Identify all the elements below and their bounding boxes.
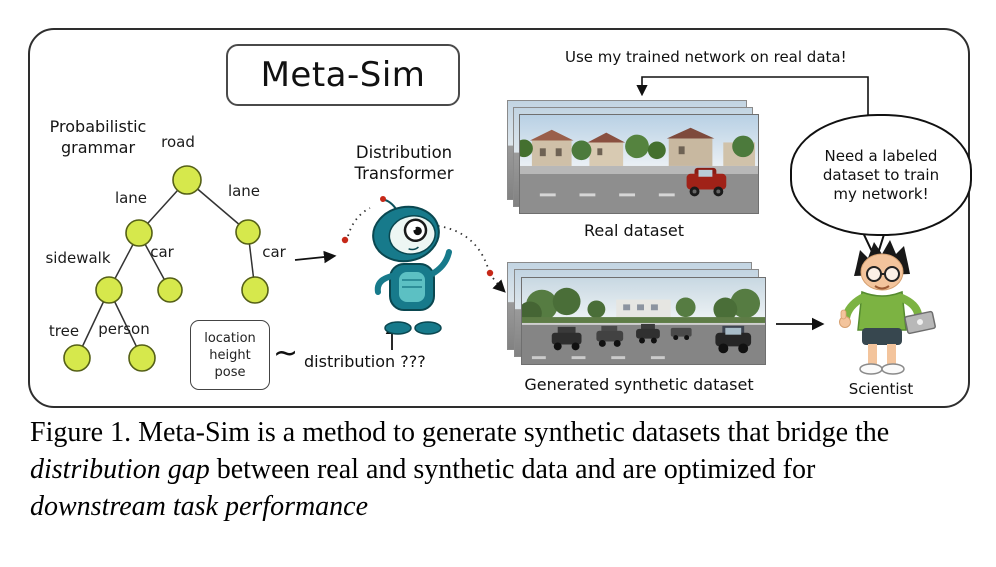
attributes-box: location height pose <box>190 320 270 390</box>
distribution-label: distribution ??? <box>304 352 426 371</box>
dotted-arrow-to-synthetic <box>492 277 506 293</box>
real-street-scene <box>520 115 758 213</box>
scene-grammar-tree <box>63 165 269 372</box>
synthetic-photo-front <box>521 277 766 365</box>
real-dataset-label: Real dataset <box>583 221 685 240</box>
tree-node-car-right <box>241 276 269 304</box>
tree-node-tree <box>63 344 91 372</box>
speech-bubble-text: Need a labeled dataset to train my netwo… <box>822 146 940 203</box>
glasses-right-lens <box>884 266 900 282</box>
tree-label-person: person <box>98 320 150 338</box>
thumbs-up <box>840 309 847 320</box>
synthetic-dataset-stack <box>507 262 787 382</box>
tree-label-car-right: car <box>262 243 286 261</box>
speech-bubble: Need a labeled dataset to train my netwo… <box>790 114 972 236</box>
tree-label-sidewalk: sidewalk <box>45 249 111 267</box>
caption-italic-downstream: downstream task performance <box>30 491 369 522</box>
caption-text-1: Figure 1. Meta-Sim is a method to genera… <box>30 417 890 448</box>
tree-label-tree: tree <box>48 322 80 340</box>
red-dot-right <box>486 269 494 277</box>
glasses-left-lens <box>866 266 882 282</box>
synthetic-dataset-label: Generated synthetic dataset <box>524 375 754 394</box>
robot-character-illustration <box>372 196 452 335</box>
tilde-symbol: ~ <box>273 336 299 371</box>
figure-caption: Figure 1. Meta-Sim is a method to genera… <box>30 414 910 525</box>
tree-node-person <box>128 344 156 372</box>
synthetic-street-scene <box>522 278 765 364</box>
distribution-transformer-label: Distribution Transformer <box>354 143 454 183</box>
real-dataset-stack <box>507 100 777 230</box>
tree-label-lane-left: lane <box>114 189 148 207</box>
tree-node-lane-right <box>235 219 261 245</box>
scientist-character-illustration <box>839 240 936 375</box>
trained-network-message: Use my trained network on real data! <box>565 48 847 66</box>
figure-frame: road lane lane sidewalk car car tree per… <box>28 28 972 408</box>
tree-node-road <box>172 165 202 195</box>
tree-node-lane-left <box>125 219 153 247</box>
tree-label-road: road <box>161 133 195 151</box>
caption-italic-distribution-gap: distribution gap <box>30 454 210 485</box>
scientist-label: Scientist <box>848 380 914 398</box>
figure-title-box: Meta-Sim <box>226 44 460 106</box>
tree-node-car-left <box>157 277 183 303</box>
caption-text-2: between real and synthetic data and are … <box>209 454 816 485</box>
probabilistic-grammar-label: Probabilistic grammar <box>49 117 147 157</box>
tree-label-car-left: car <box>150 243 174 261</box>
tree-node-sidewalk <box>95 276 123 304</box>
tree-label-lane-right: lane <box>227 182 261 200</box>
figure-title: Meta-Sim <box>260 55 426 95</box>
laptop <box>904 310 936 335</box>
real-photo-front <box>519 114 759 214</box>
